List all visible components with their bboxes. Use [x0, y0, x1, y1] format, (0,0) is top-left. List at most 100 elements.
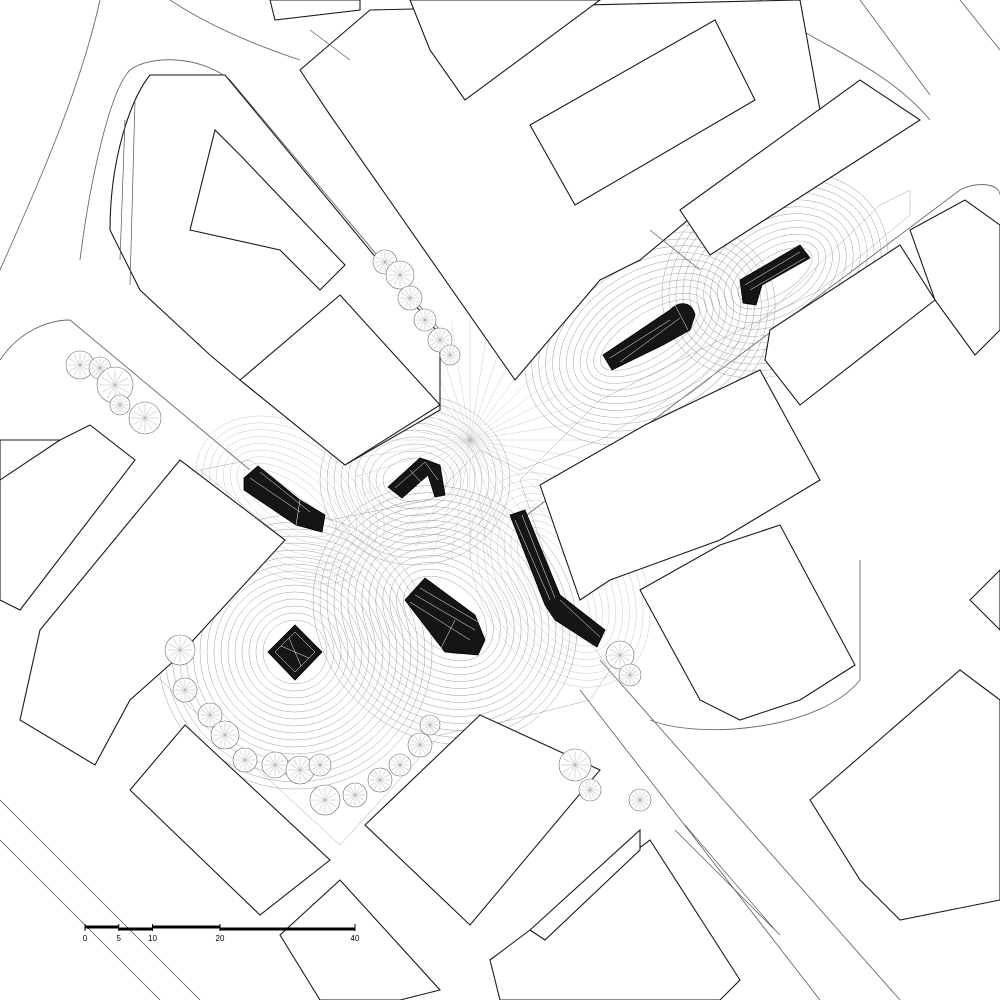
sculpture-icon: [739, 244, 811, 306]
scale-tick-label: 0: [83, 934, 88, 943]
paving-joint: [451, 321, 471, 441]
paving-contour: [234, 591, 356, 713]
street-edge: [0, 839, 161, 1000]
paving-contour: [579, 279, 721, 391]
building: [19, 459, 286, 766]
building: [0, 439, 62, 481]
paving-joint: [469, 385, 578, 441]
sculpture-icon: [267, 624, 323, 681]
tree-icon: [261, 751, 289, 779]
paving-contour: [347, 520, 543, 710]
paving-joint: [451, 439, 471, 559]
trees: [65, 249, 652, 816]
building: [0, 424, 136, 611]
street-edge: [599, 659, 901, 1000]
paving-contour: [213, 570, 377, 734]
paving-contour: [389, 562, 501, 668]
scale-tick-label: 20: [216, 934, 225, 943]
tree-icon: [65, 350, 95, 380]
street-edge: [579, 689, 821, 1000]
paving-contour: [572, 272, 728, 398]
tree-icon: [388, 753, 412, 777]
sculpture-icon: [509, 509, 606, 648]
site-details: [119, 29, 781, 936]
ramp-edge: [674, 829, 781, 936]
paving-contour: [566, 266, 734, 404]
building: [639, 524, 856, 721]
building: [239, 294, 441, 466]
street-edge: [649, 560, 861, 731]
paving-contour: [724, 233, 826, 317]
street-edge: [0, 0, 101, 271]
paving-contour: [262, 619, 328, 685]
tree-icon: [618, 663, 642, 687]
paving-contour: [375, 450, 455, 510]
sculpture-icon: [387, 457, 446, 499]
building: [129, 724, 331, 916]
paving-joint: [469, 439, 589, 459]
paving-contour: [220, 577, 370, 727]
tree-icon: [109, 394, 131, 416]
paving-joint: [469, 355, 555, 441]
building: [909, 199, 1000, 356]
tree-icon: [397, 285, 423, 311]
building: [969, 569, 1000, 631]
paving-contour: [368, 541, 522, 689]
tree-icon: [309, 784, 341, 816]
street-edge: [169, 0, 301, 61]
tree-icon: [578, 778, 602, 802]
paving-contour: [354, 429, 476, 531]
sculpture-icon: [404, 577, 486, 656]
building: [364, 714, 601, 926]
paving-joint: [469, 402, 585, 441]
paving-contour: [368, 443, 462, 517]
tree-icon: [413, 308, 437, 332]
street-edge: [519, 184, 1000, 521]
paving-joint: [469, 321, 489, 441]
paving-joint: [469, 439, 489, 559]
tree-icon: [407, 732, 433, 758]
plaza-boundary: [154, 189, 911, 846]
stair-detail: [649, 229, 701, 271]
tree-icon: [628, 788, 652, 812]
tree-icon: [128, 401, 162, 435]
tree-icon: [210, 720, 240, 750]
paving-contour: [737, 247, 813, 303]
paving-contour: [243, 463, 337, 537]
paving-contour: [227, 584, 363, 720]
building: [679, 79, 922, 256]
building: [764, 244, 936, 406]
paving-contour: [717, 227, 833, 323]
ramp-edge: [684, 824, 776, 931]
building: [809, 669, 1000, 921]
tree-icon: [419, 714, 441, 736]
building: [269, 0, 361, 21]
sculpture-icon: [243, 465, 326, 533]
street-edge: [0, 319, 251, 471]
tree-icon: [439, 344, 461, 366]
stair-detail: [309, 29, 351, 61]
building: [539, 369, 821, 601]
building-courtyard: [189, 128, 346, 291]
paving-contour: [340, 513, 550, 717]
building-courtyard: [529, 19, 756, 206]
tree-icon: [96, 366, 134, 404]
tree-icon: [172, 677, 198, 703]
tree-icon: [308, 753, 332, 777]
street-edge: [79, 59, 441, 331]
tree-icon: [285, 755, 315, 785]
tree-icon: [558, 748, 592, 782]
building: [409, 0, 601, 101]
paving-joint: [355, 439, 471, 478]
paving-contour: [326, 499, 564, 731]
paving-contour: [552, 252, 748, 418]
paving-contour: [248, 605, 342, 699]
paving-contour: [559, 259, 741, 411]
paving-joint: [469, 369, 568, 441]
paving-contour: [241, 598, 349, 706]
sculpture-icon: [602, 303, 696, 371]
paving-joint: [469, 439, 508, 555]
paving-joint: [469, 439, 555, 525]
building: [529, 828, 641, 941]
